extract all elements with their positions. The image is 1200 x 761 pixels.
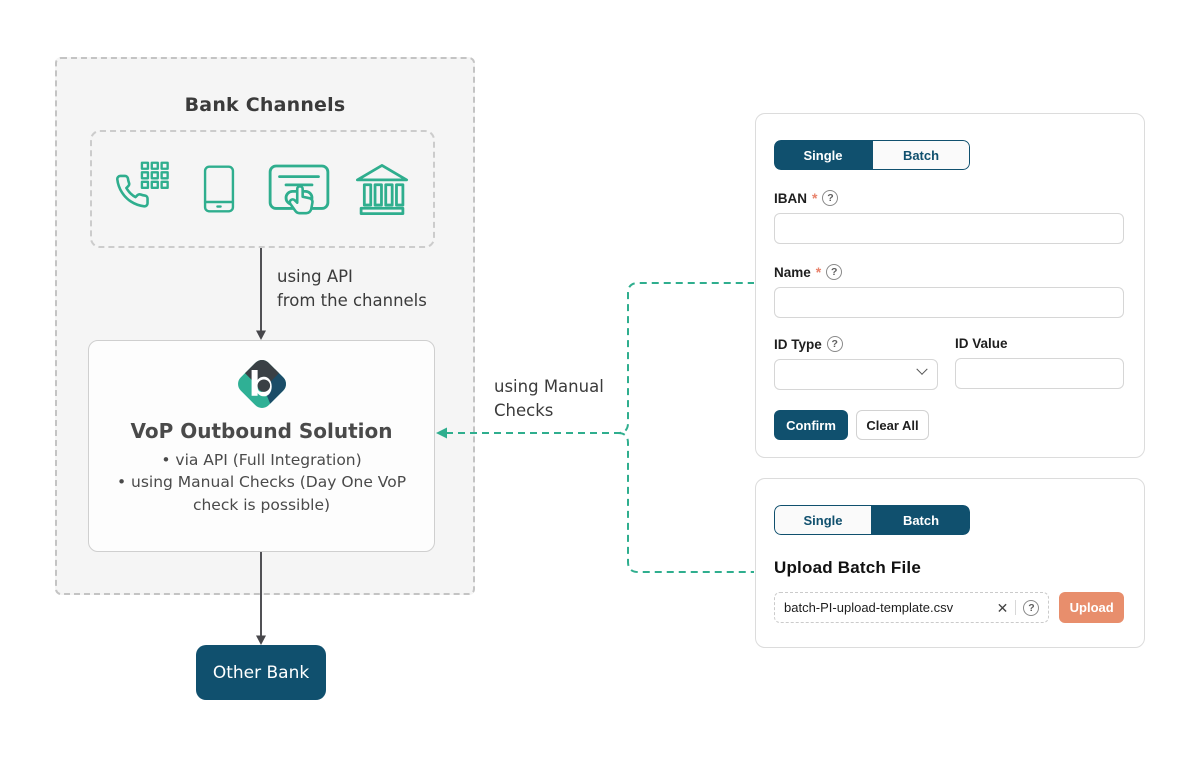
other-bank-node[interactable]: Other Bank [196,645,326,700]
tab-single[interactable]: Single [774,505,872,535]
divider [1015,600,1017,615]
bank-building-icon [356,164,409,216]
other-bank-label: Other Bank [212,662,310,683]
tab-single[interactable]: Single [774,140,872,170]
arrowhead-down-icon [256,635,266,645]
iban-input[interactable] [774,213,1124,244]
name-input[interactable] [774,287,1124,318]
help-icon[interactable]: ? [822,190,839,206]
required-marker: * [812,190,818,206]
mode-tabs: Single Batch [774,505,970,535]
manual-checks-label: using Manual Checks [494,377,604,420]
id-type-select[interactable] [774,352,939,390]
iban-label-row: IBAN * ? [774,190,1124,206]
id-fields-row: ID Type ? ID Value [774,336,1124,390]
id-type-select-value[interactable] [774,359,939,390]
mode-tabs: Single Batch [774,140,970,170]
phone-keypad-icon [115,161,169,208]
vop-bullet: via API (Full Integration) [97,449,426,471]
id-value-label: ID Value [955,336,1008,351]
file-input-dropzone[interactable]: batch-PI-upload-template.csv ✕ ? [774,592,1050,623]
id-value-column: ID Value [955,336,1124,390]
help-icon[interactable]: ? [1023,599,1040,616]
tab-batch[interactable]: Batch [872,140,970,170]
vop-title: VoP Outbound Solution [130,419,393,443]
id-value-label-row: ID Value [955,336,1124,351]
clear-file-icon[interactable]: ✕ [996,599,1009,616]
clear-all-button[interactable]: Clear All [856,410,929,440]
iban-label: IBAN [774,190,807,206]
id-type-label: ID Type [774,336,822,352]
confirm-button[interactable]: Confirm [774,410,848,440]
channel-icons-box [90,130,435,248]
file-name-text: batch-PI-upload-template.csv [784,600,954,615]
vop-solution-box: b VoP Outbound Solution via API (Full In… [88,340,435,552]
upload-button[interactable]: Upload [1059,592,1124,623]
bank-channels-title: Bank Channels [184,94,346,116]
name-label-row: Name * ? [774,264,1124,280]
id-type-column: ID Type ? [774,336,939,390]
single-check-panel: Single Batch IBAN * ? Name * ? ID Type ?… [755,113,1145,458]
batch-upload-panel: Single Batch Upload Batch File batch-PI-… [755,478,1145,648]
api-arrow-label: using API from the channels [277,267,427,310]
smartphone-icon [204,165,235,213]
help-icon[interactable]: ? [826,336,843,352]
tab-batch[interactable]: Batch [872,505,970,535]
name-label: Name [774,264,811,280]
card-click-icon [268,164,330,215]
connector-batch-panel [617,432,754,573]
upload-batch-heading: Upload Batch File [774,558,921,577]
help-icon[interactable]: ? [826,264,843,280]
required-marker: * [815,264,822,280]
id-value-input[interactable] [955,358,1124,389]
file-upload-row: batch-PI-upload-template.csv ✕ ? Upload [774,592,1124,623]
vop-logo-icon: b [233,356,290,412]
vop-bullet: using Manual Checks (Day One VoP check i… [97,471,426,516]
action-buttons-row: Confirm Clear All [774,410,1124,440]
vop-bullet-list: via API (Full Integration) using Manual … [89,449,434,516]
id-type-label-row: ID Type ? [774,336,938,352]
